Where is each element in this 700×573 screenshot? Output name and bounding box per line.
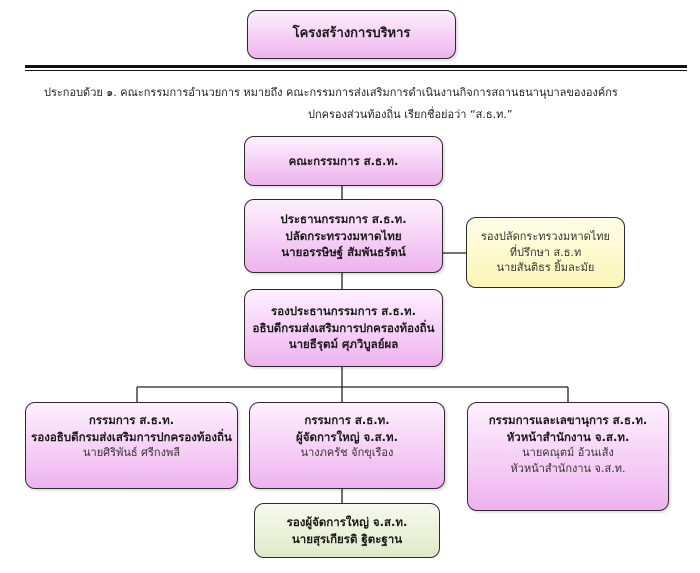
deputy-manager-line-2: นายสุรเกียรติ ฐิตะฐาน: [291, 531, 403, 546]
deputy-manager-box: รองผู้จัดการใหญ่ จ.ส.ท. นายสุรเกียรติ ฐิ…: [254, 503, 440, 558]
advisor-box: รองปลัดกระทรวงมหาดไทย ที่ปรึกษา ส.ธ.ท นา…: [466, 217, 625, 288]
member-right-box: กรรมการและเลขานุการ ส.ธ.ท. หัวหน้าสำนักง…: [467, 402, 669, 511]
chair-line-3: นายอรรษิษฐ์ สัมพันธรัตน์: [281, 245, 406, 260]
member-center-line-1: กรรมการ ส.ธ.ท.: [304, 413, 390, 427]
vice-chair-line-3: นายธีรุตม์ ศุภวิบูลย์ผล: [288, 337, 399, 352]
member-left-box: กรรมการ ส.ธ.ท. รองอธิบดีกรมส่งเสริมการปก…: [25, 402, 238, 489]
vice-chair-line-1: รองประธานกรรมการ ส.ธ.ท.: [271, 303, 416, 318]
title-rule-thick: [25, 65, 687, 68]
intro-line-2: ปกครองส่วนท้องถิ่น เรียกชื่อย่อว่า “ส.ธ.…: [308, 108, 513, 121]
member-left-line-1: กรรมการ ส.ธ.ท.: [88, 413, 175, 427]
member-right-line-3: นายคณุตม์ อ้วนเส้ง: [522, 446, 614, 460]
member-right-line-1: กรรมการและเลขานุการ ส.ธ.ท.: [488, 413, 648, 427]
page-title: โครงสร้างการบริหาร: [292, 26, 411, 42]
advisor-line-2: ที่ปรึกษา ส.ธ.ท: [509, 245, 582, 259]
chair-box: ประธานกรรมการ ส.ธ.ท. ปลัดกระทรวงมหาดไทย …: [244, 199, 443, 273]
member-center-box: กรรมการ ส.ธ.ท. ผู้จัดการใหญ่ จ.ส.ท. นางภ…: [249, 402, 445, 489]
member-right-line-4: หัวหน้าสำนักงาน จ.ส.ท.: [510, 462, 626, 476]
member-left-line-3: นายศิริพันธ์ ศรีกงพลี: [83, 446, 180, 460]
member-center-line-3: นางภครัช จักขุเรือง: [300, 446, 394, 460]
member-left-line-2: รองอธิบดีกรมส่งเสริมการปกครองท้องถิ่น: [31, 429, 232, 444]
title-rule-thin: [25, 70, 687, 71]
vice-chair-box: รองประธานกรรมการ ส.ธ.ท. อธิบดีกรมส่งเสริ…: [244, 289, 443, 367]
title-box: โครงสร้างการบริหาร: [247, 10, 456, 59]
deputy-manager-line-1: รองผู้จัดการใหญ่ จ.ส.ท.: [286, 514, 408, 529]
chair-line-1: ประธานกรรมการ ส.ธ.ท.: [280, 211, 407, 226]
committee-box: คณะกรรมการ ส.ธ.ท.: [244, 136, 443, 186]
advisor-line-3: นายสันติธร ยิ้มละมัย: [496, 261, 595, 275]
chair-line-2: ปลัดกระทรวงมหาดไทย: [285, 228, 402, 243]
member-center-line-2: ผู้จัดการใหญ่ จ.ส.ท.: [296, 429, 398, 444]
member-right-line-2: หัวหน้าสำนักงาน จ.ส.ท.: [506, 429, 630, 444]
advisor-line-1: รองปลัดกระทรวงมหาดไทย: [481, 229, 610, 243]
intro-line-1: ประกอบด้วย ๑. คณะกรรมการอำนวยการ หมายถึง…: [44, 86, 618, 99]
committee-label: คณะกรรมการ ส.ธ.ท.: [288, 153, 399, 168]
vice-chair-line-2: อธิบดีกรมส่งเสริมการปกครองท้องถิ่น: [252, 320, 435, 335]
